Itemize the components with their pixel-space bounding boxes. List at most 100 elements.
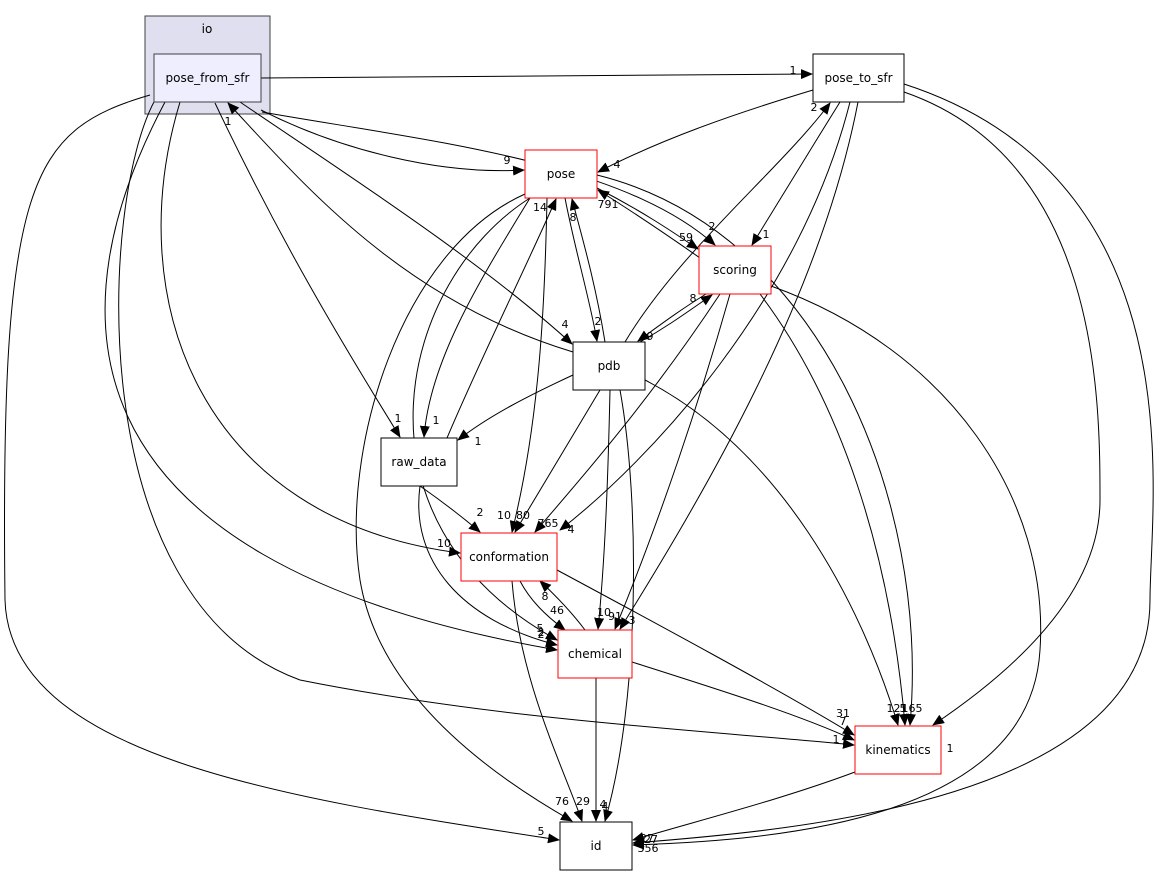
edge-label-pose_from_sfr-to-chemical[interactable]: 5 [537,622,544,635]
edge-pose_from_sfr-to-conformation[interactable] [160,101,461,557]
edge-label-scoring-to-pdb[interactable]: 9 [647,330,654,343]
edge-raw_data-to-pose[interactable] [446,198,557,439]
edge-pose_to_sfr-to-conformation[interactable] [559,101,851,531]
edge-label-scoring-to-id[interactable]: 356 [638,842,659,855]
edge-label-raw_data-to-pose[interactable]: 14 [533,201,547,214]
edge-pose-to-chemical[interactable] [412,197,558,641]
edge-label-pose_to_sfr-to-pose[interactable]: 4 [614,158,621,171]
edge-pdb-to-chemical[interactable] [594,389,611,630]
edge-pose-to-id[interactable] [355,193,573,822]
node-conformation[interactable]: conformation [460,532,558,582]
edge-label-pose_from_sfr-to-conformation[interactable]: 10 [437,537,451,550]
node-pose[interactable]: pose [524,149,598,199]
edge-label-kinematics-to-id[interactable]: 27 [644,833,658,846]
edge-label-pose_from_sfr-to-pose[interactable]: 9 [504,154,511,167]
edge-label-pdb-to-conformation[interactable]: 10 [497,509,511,522]
edge-scoring-to-pose[interactable] [597,189,701,259]
edge-scoring-to-pdb[interactable] [637,293,707,342]
node-id[interactable]: id [559,821,633,871]
edge-pose_from_sfr-to-id[interactable] [4,94,560,844]
node-kinematics[interactable]: kinematics [854,725,942,775]
edge-label-pdb-to-raw_data[interactable]: 1 [475,435,482,448]
edge-label-conformation-to-kinematics[interactable]: 31 [836,707,850,720]
edge-label-pdb-to-pose_from_sfr[interactable]: 1 [225,115,232,128]
edge-label-pdb-to-chemical[interactable]: 10 [597,606,611,619]
edge-pose-to-scoring[interactable] [596,187,699,250]
edge-label-pose_from_sfr-to-pose_to_sfr[interactable]: 1 [790,64,797,77]
edge-scoring-to-kinematics[interactable] [759,293,910,726]
edge-pdb-to-pose_to_sfr[interactable] [624,102,831,343]
edge-pose_from_sfr-to-scoring[interactable] [261,111,716,246]
edge-conformation-to-id[interactable] [511,580,583,822]
edge-label-pose-to-raw_data[interactable]: 1 [433,414,440,427]
edge-label-pose-to-scoring[interactable]: 59 [679,231,693,244]
node-scoring[interactable]: scoring [698,245,772,295]
node-chemical[interactable]: chemical [557,629,633,679]
edge-pdb-to-pose_from_sfr[interactable] [227,102,574,353]
edge-pose-to-conformation[interactable] [509,197,548,533]
edge-pdb-to-pose[interactable] [569,198,606,343]
edge-label-pose-to-chemical[interactable]: 2 [538,628,545,641]
edge-label-pose_to_sfr-to-chemical[interactable]: 3 [629,614,636,627]
edge-label-pose-to-id[interactable]: 76 [555,795,569,808]
edge-label-pose-to-kinematics[interactable]: 165 [902,702,923,715]
edge-label-chemical-to-conformation[interactable]: 8 [542,590,549,603]
edge-label-pose_from_sfr-to-id[interactable]: 5 [538,825,545,838]
node-pose-to-sfr[interactable]: pose_to_sfr [812,53,905,103]
edge-pose_from_sfr-to-pose[interactable] [260,109,525,176]
edge-label-pdb-to-scoring[interactable]: 8 [690,292,697,305]
edge-pose-to-kinematics[interactable] [596,174,916,726]
edge-kinematics-to-id[interactable] [632,771,856,842]
edge-label-conformation-to-chemical[interactable]: 46 [550,604,564,617]
edge-conformation-to-kinematics[interactable] [556,569,855,736]
edge-pdb-to-kinematics[interactable] [644,379,900,726]
node-pose-from-sfr[interactable]: pose_from_sfr [153,53,262,103]
edge-pose-to-pdb[interactable] [564,197,601,342]
edge-pose_to_sfr-to-id[interactable] [632,83,1154,848]
edge-pose_from_sfr-to-pose_to_sfr[interactable] [260,69,813,80]
edge-pose_to_sfr-to-pose[interactable] [597,89,814,173]
edge-label-pose-to-conformation[interactable]: 80 [516,509,530,522]
node-raw-data[interactable]: raw_data [380,437,458,487]
edge-pose-to-raw_data[interactable] [419,197,531,438]
edge-raw_data-to-conformation[interactable] [419,485,481,533]
edge-chemical-to-conformation[interactable] [539,580,586,631]
edge-label-conformation-to-id[interactable]: 29 [576,795,590,808]
edge-label-pdb-to-pose[interactable]: 8 [570,211,577,224]
edge-scoring-to-chemical[interactable] [614,293,731,630]
edge-pose_from_sfr-to-kinematics[interactable] [118,99,855,749]
edge-scoring-to-conformation[interactable] [534,293,721,533]
edge-pose_from_sfr-to-raw_data[interactable] [214,102,401,438]
edge-label-scoring-to-chemical[interactable]: 91 [608,610,622,623]
edge-label-raw_data-to-conformation[interactable]: 2 [477,506,484,519]
edge-label-pdb-to-id[interactable]: 4 [602,800,609,813]
edge-label-scoring-to-conformation[interactable]: 765 [538,517,559,530]
edge-label-pose-to-pdb[interactable]: 2 [595,315,602,328]
edge-pdb-to-raw_data[interactable] [457,374,574,441]
edge-chemical-to-kinematics[interactable] [631,661,855,741]
edge-label-pose_to_sfr-to-scoring[interactable]: 1 [763,228,770,241]
edge-pose_to_sfr-to-chemical[interactable] [619,101,859,630]
edge-label-pose_to_sfr-to-kinematics[interactable]: 1 [947,742,954,755]
edge-pose_from_sfr-to-pdb[interactable] [239,101,573,345]
edge-conformation-to-chemical[interactable] [519,580,566,631]
edge-raw_data-to-chemical[interactable] [418,485,558,648]
edge-pdb-to-conformation[interactable] [514,389,601,533]
edge-scoring-to-id[interactable] [632,285,1042,850]
edge-pose_to_sfr-to-scoring[interactable] [751,101,841,246]
edge-pdb-to-scoring[interactable] [639,294,713,343]
edge-pdb-to-id[interactable] [603,389,635,822]
edge-label-pdb-to-kinematics[interactable]: 5 [900,702,907,715]
edge-label-pose_to_sfr-to-conformation[interactable]: 4 [568,523,575,536]
edge-label-pose_to_sfr-to-id[interactable]: 27 [640,832,654,845]
edge-label-chemical-to-kinematics[interactable]: 7 [840,715,847,728]
edge-label-scoring-to-kinematics[interactable]: 121 [887,702,908,715]
edge-label-pdb-to-pose_to_sfr[interactable]: 2 [811,101,818,114]
edge-label-chemical-to-id[interactable]: 4 [600,798,607,811]
node-pdb[interactable]: pdb [572,341,646,391]
edge-label-pose_from_sfr-to-kinematics[interactable]: 1 [833,733,840,746]
edge-pose_to_sfr-to-kinematics[interactable] [903,91,1101,726]
edge-label-scoring-to-pose[interactable]: 791 [598,198,619,211]
edge-label-pose_from_sfr-to-pdb[interactable]: 4 [562,318,569,331]
edge-label-raw_data-to-chemical[interactable]: 2 [538,626,545,639]
